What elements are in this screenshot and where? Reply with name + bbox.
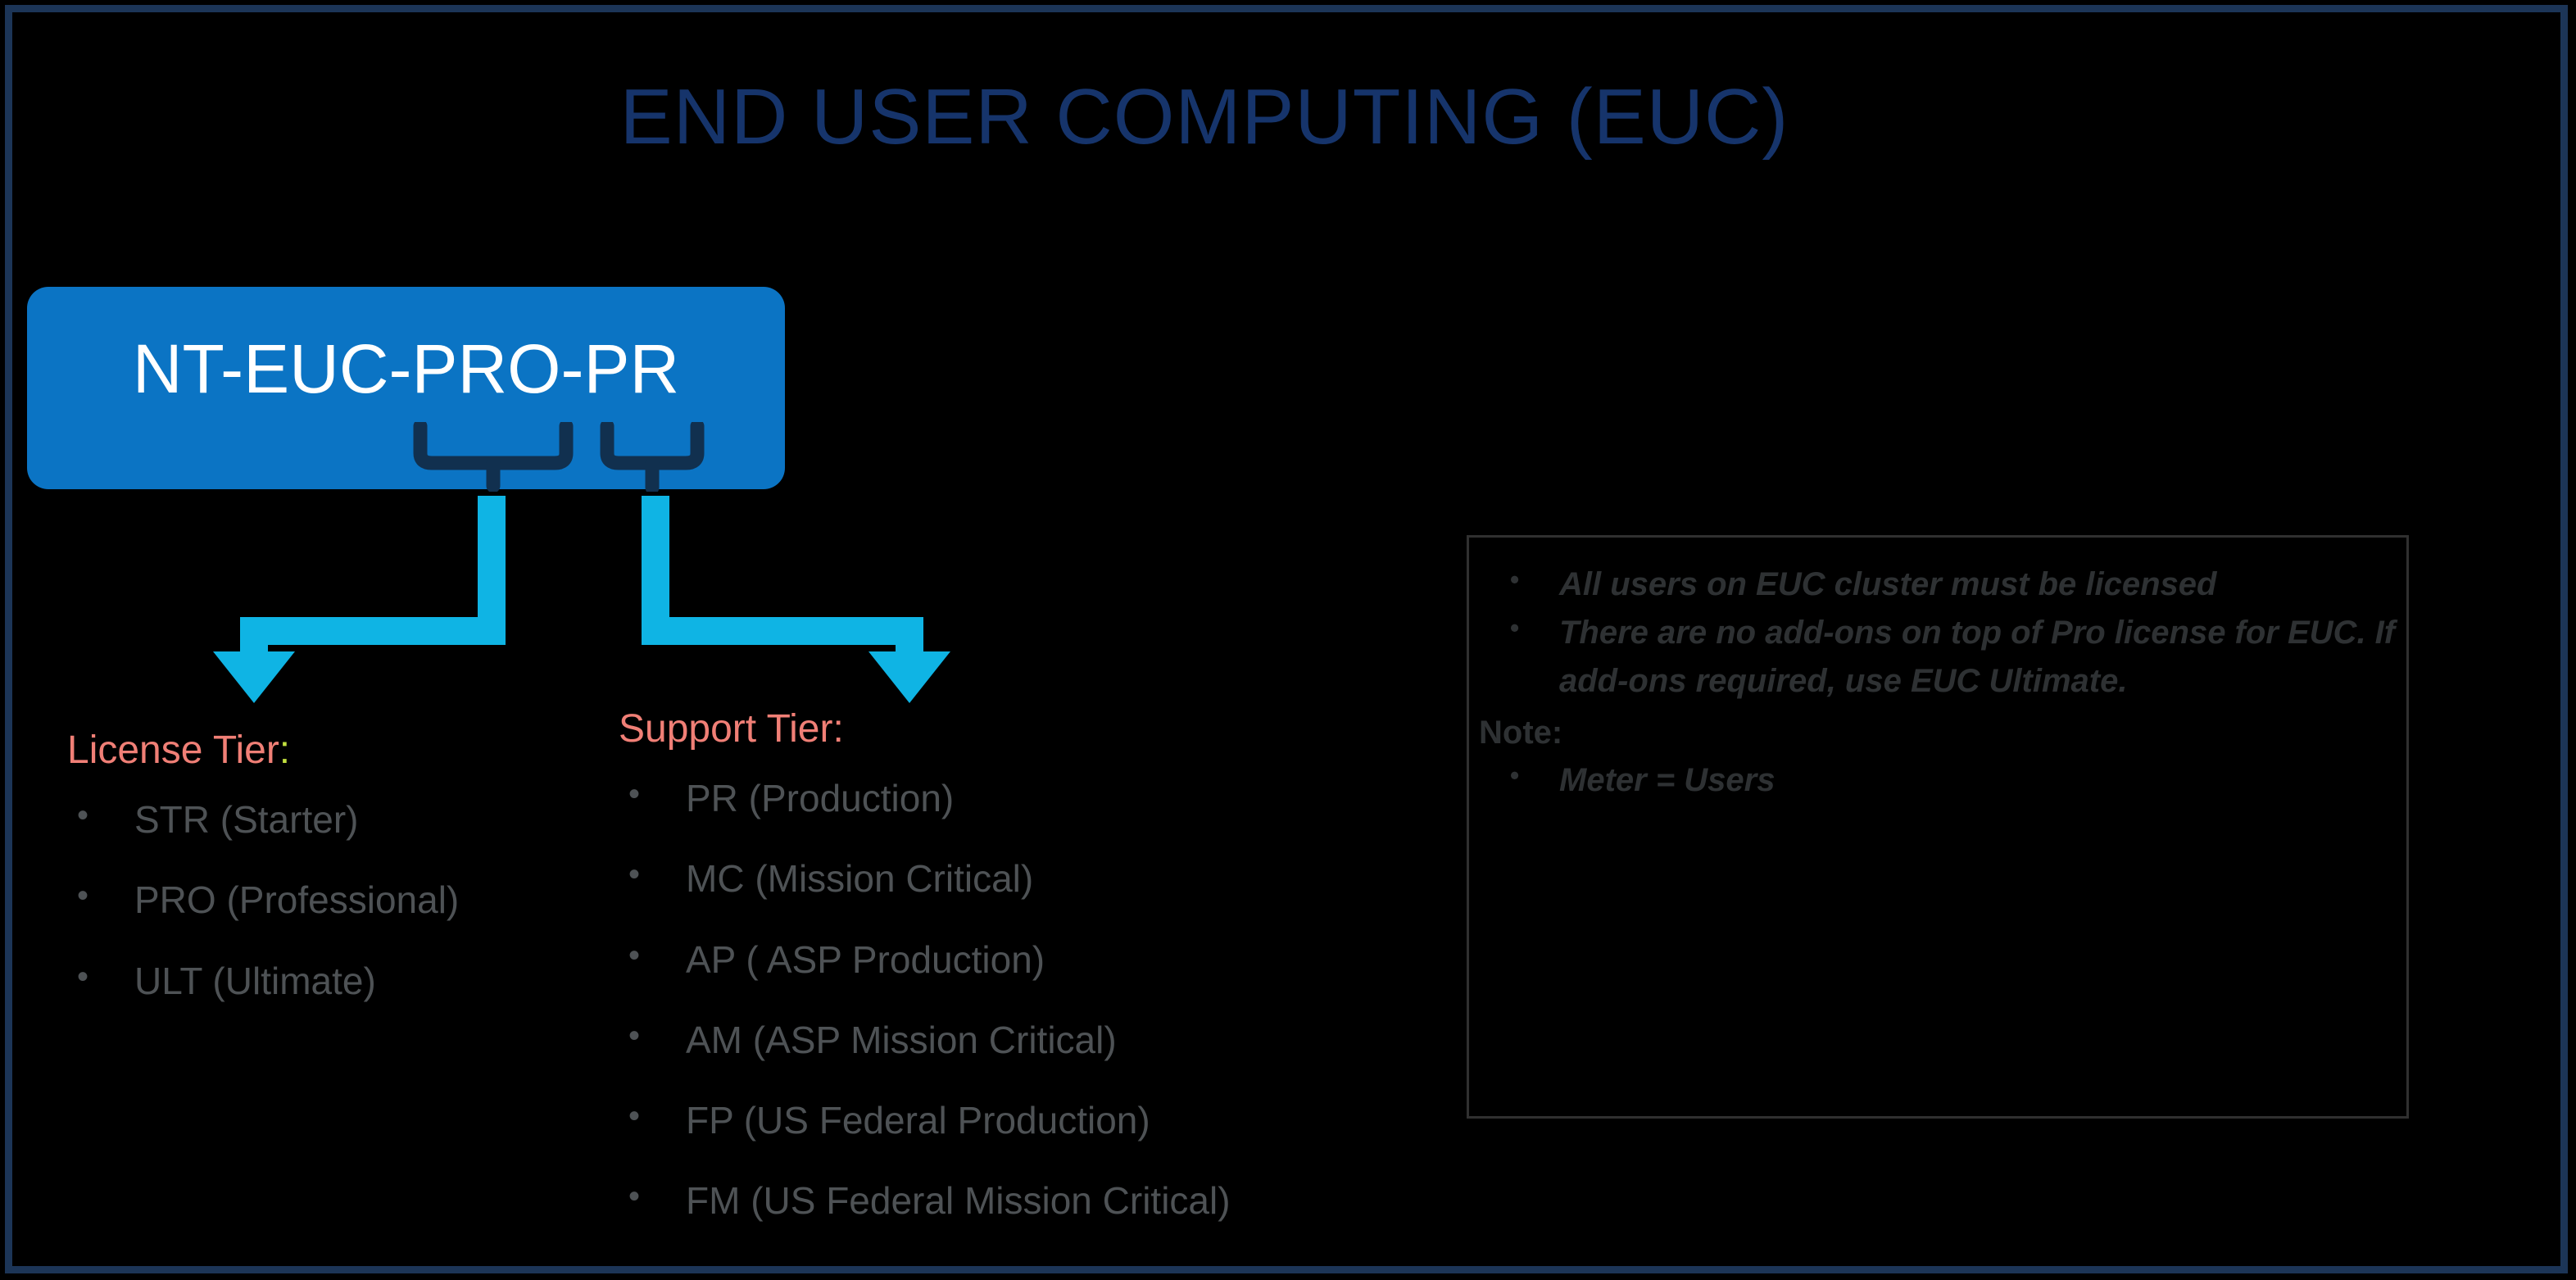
arrow-to-license-tier [213,496,506,703]
page-title: END USER COMPUTING (EUC) [619,73,1789,161]
note-bullet-list: All users on EUC cluster must be license… [1469,561,2406,706]
list-item: FM (US Federal Mission Critical) [619,1179,1356,1220]
list-item: PR (Production) [619,777,1356,818]
license-tier-column: License Tier: STR (Starter) PRO (Profess… [67,728,608,1042]
list-item: ULT (Ultimate) [67,960,608,1001]
support-tier-heading: Support Tier: [619,706,1356,751]
support-tier-list: PR (Production) MC (Mission Critical) AP… [619,777,1356,1221]
license-tier-heading-text: License Tier [67,729,279,772]
support-tier-heading-colon: : [832,707,844,751]
list-item: PRO (Professional) [67,878,608,919]
list-item: All users on EUC cluster must be license… [1469,561,2406,609]
list-item: AM (ASP Mission Critical) [619,1019,1356,1060]
sku-code-label: NT-EUC-PRO-PR [132,330,680,407]
brace-under-pr-icon [600,422,705,492]
note-label: Note: [1479,714,1563,751]
list-item: AP ( ASP Production) [619,938,1356,979]
support-tier-heading-text: Support Tier [619,707,833,751]
list-item: FP (US Federal Production) [619,1099,1356,1140]
license-tier-list: STR (Starter) PRO (Professional) ULT (Ul… [67,798,608,1001]
list-item: Meter = Users [1469,756,2406,805]
note-callout-content: All users on EUC cluster must be license… [1469,561,2406,805]
list-item: STR (Starter) [67,798,608,839]
arrow-to-support-tier [642,496,950,703]
license-tier-heading-colon: : [279,729,291,772]
sku-code-box: NT-EUC-PRO-PR [27,287,785,489]
brace-under-pro-icon [413,422,574,492]
support-tier-column: Support Tier: PR (Production) MC (Missio… [619,706,1356,1262]
note-callout-box: All users on EUC cluster must be license… [1467,535,2409,1119]
list-item: There are no add-ons on top of Pro licen… [1469,609,2406,706]
license-tier-heading: License Tier: [67,728,608,773]
note-sub-bullet-list: Meter = Users [1469,756,2406,805]
list-item: MC (Mission Critical) [619,857,1356,898]
